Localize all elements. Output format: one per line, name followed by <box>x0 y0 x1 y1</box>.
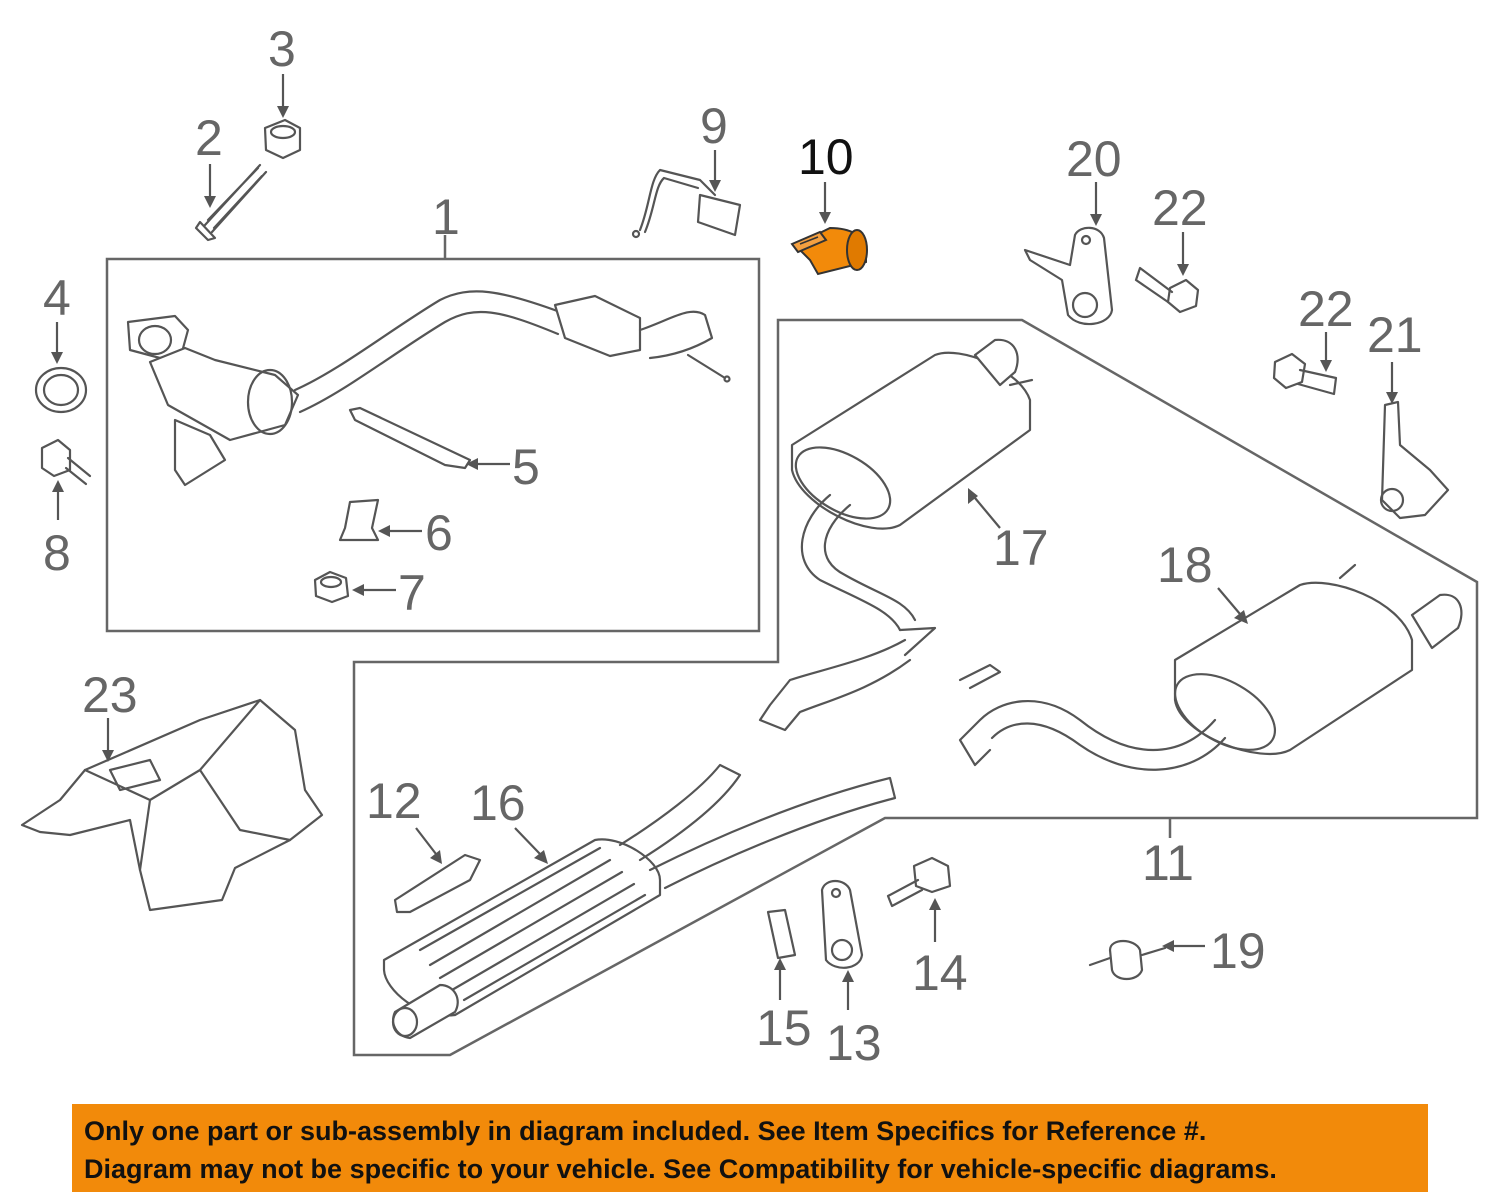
bolt-part-8 <box>40 438 92 486</box>
exhaust-parts-diagram: 1 2 3 4 5 6 7 8 9 10 11 12 13 14 15 16 1… <box>20 21 1479 1071</box>
front-muffler-part-16 <box>382 763 897 1040</box>
callout-14: 14 <box>912 945 968 1001</box>
callout-17: 17 <box>993 520 1049 576</box>
stud-part <box>194 163 268 242</box>
assembly-11-frame <box>352 318 1479 1057</box>
bracket-part-21 <box>1379 400 1450 520</box>
assembly-1-frame <box>105 257 761 633</box>
gasket-part <box>34 366 88 414</box>
hanger-bracket-part-13 <box>820 879 864 969</box>
notice-line-1: Only one part or sub-assembly in diagram… <box>84 1116 1207 1146</box>
callout-7: 7 <box>398 565 426 621</box>
callout-2: 2 <box>195 110 223 166</box>
callout-15: 15 <box>756 1000 812 1056</box>
isolator-pad-part <box>766 908 797 960</box>
notice-line-2: Diagram may not be specific to your vehi… <box>84 1154 1277 1184</box>
resonator-part-17 <box>758 338 1034 732</box>
callout-23: 23 <box>82 667 138 723</box>
callout-1: 1 <box>432 189 460 245</box>
callout-6: 6 <box>425 505 453 561</box>
catalytic-converter-part <box>126 290 731 487</box>
bracket-part-20 <box>1023 226 1114 326</box>
callout-22-middle: 22 <box>1298 281 1354 337</box>
oxygen-sensor-part <box>631 168 742 239</box>
callout-9: 9 <box>700 98 728 154</box>
bolt-part-22b <box>1272 352 1338 396</box>
compatibility-notice-banner: Only one part or sub-assembly in diagram… <box>72 1104 1428 1192</box>
callout-18: 18 <box>1157 537 1213 593</box>
rubber-hanger-part <box>1088 939 1167 981</box>
shield-strip-part <box>348 406 472 470</box>
nut-part-7 <box>313 570 350 604</box>
nut-part <box>263 118 302 160</box>
callout-11: 11 <box>1142 835 1194 891</box>
leader-arrows <box>51 74 1398 1010</box>
small-heat-shield-part <box>393 853 482 914</box>
callout-22-top: 22 <box>1152 180 1208 236</box>
bracket-part-6 <box>338 498 380 542</box>
callout-19: 19 <box>1210 923 1266 979</box>
callout-16: 16 <box>470 775 526 831</box>
callout-13: 13 <box>826 1015 882 1071</box>
callout-10-highlighted: 10 <box>798 129 854 185</box>
callout-12: 12 <box>366 773 422 829</box>
callout-5: 5 <box>512 439 540 495</box>
callout-3: 3 <box>268 21 296 77</box>
floor-heat-shield-part <box>20 698 324 912</box>
callout-4: 4 <box>43 270 71 326</box>
callout-8: 8 <box>43 525 71 581</box>
rear-muffler-part-18 <box>958 563 1463 771</box>
clamp-part-highlighted <box>790 226 868 276</box>
callout-21: 21 <box>1367 307 1423 363</box>
bolt-part-22a <box>1134 266 1200 314</box>
callout-20: 20 <box>1066 131 1122 187</box>
bolt-part-14 <box>886 856 952 908</box>
